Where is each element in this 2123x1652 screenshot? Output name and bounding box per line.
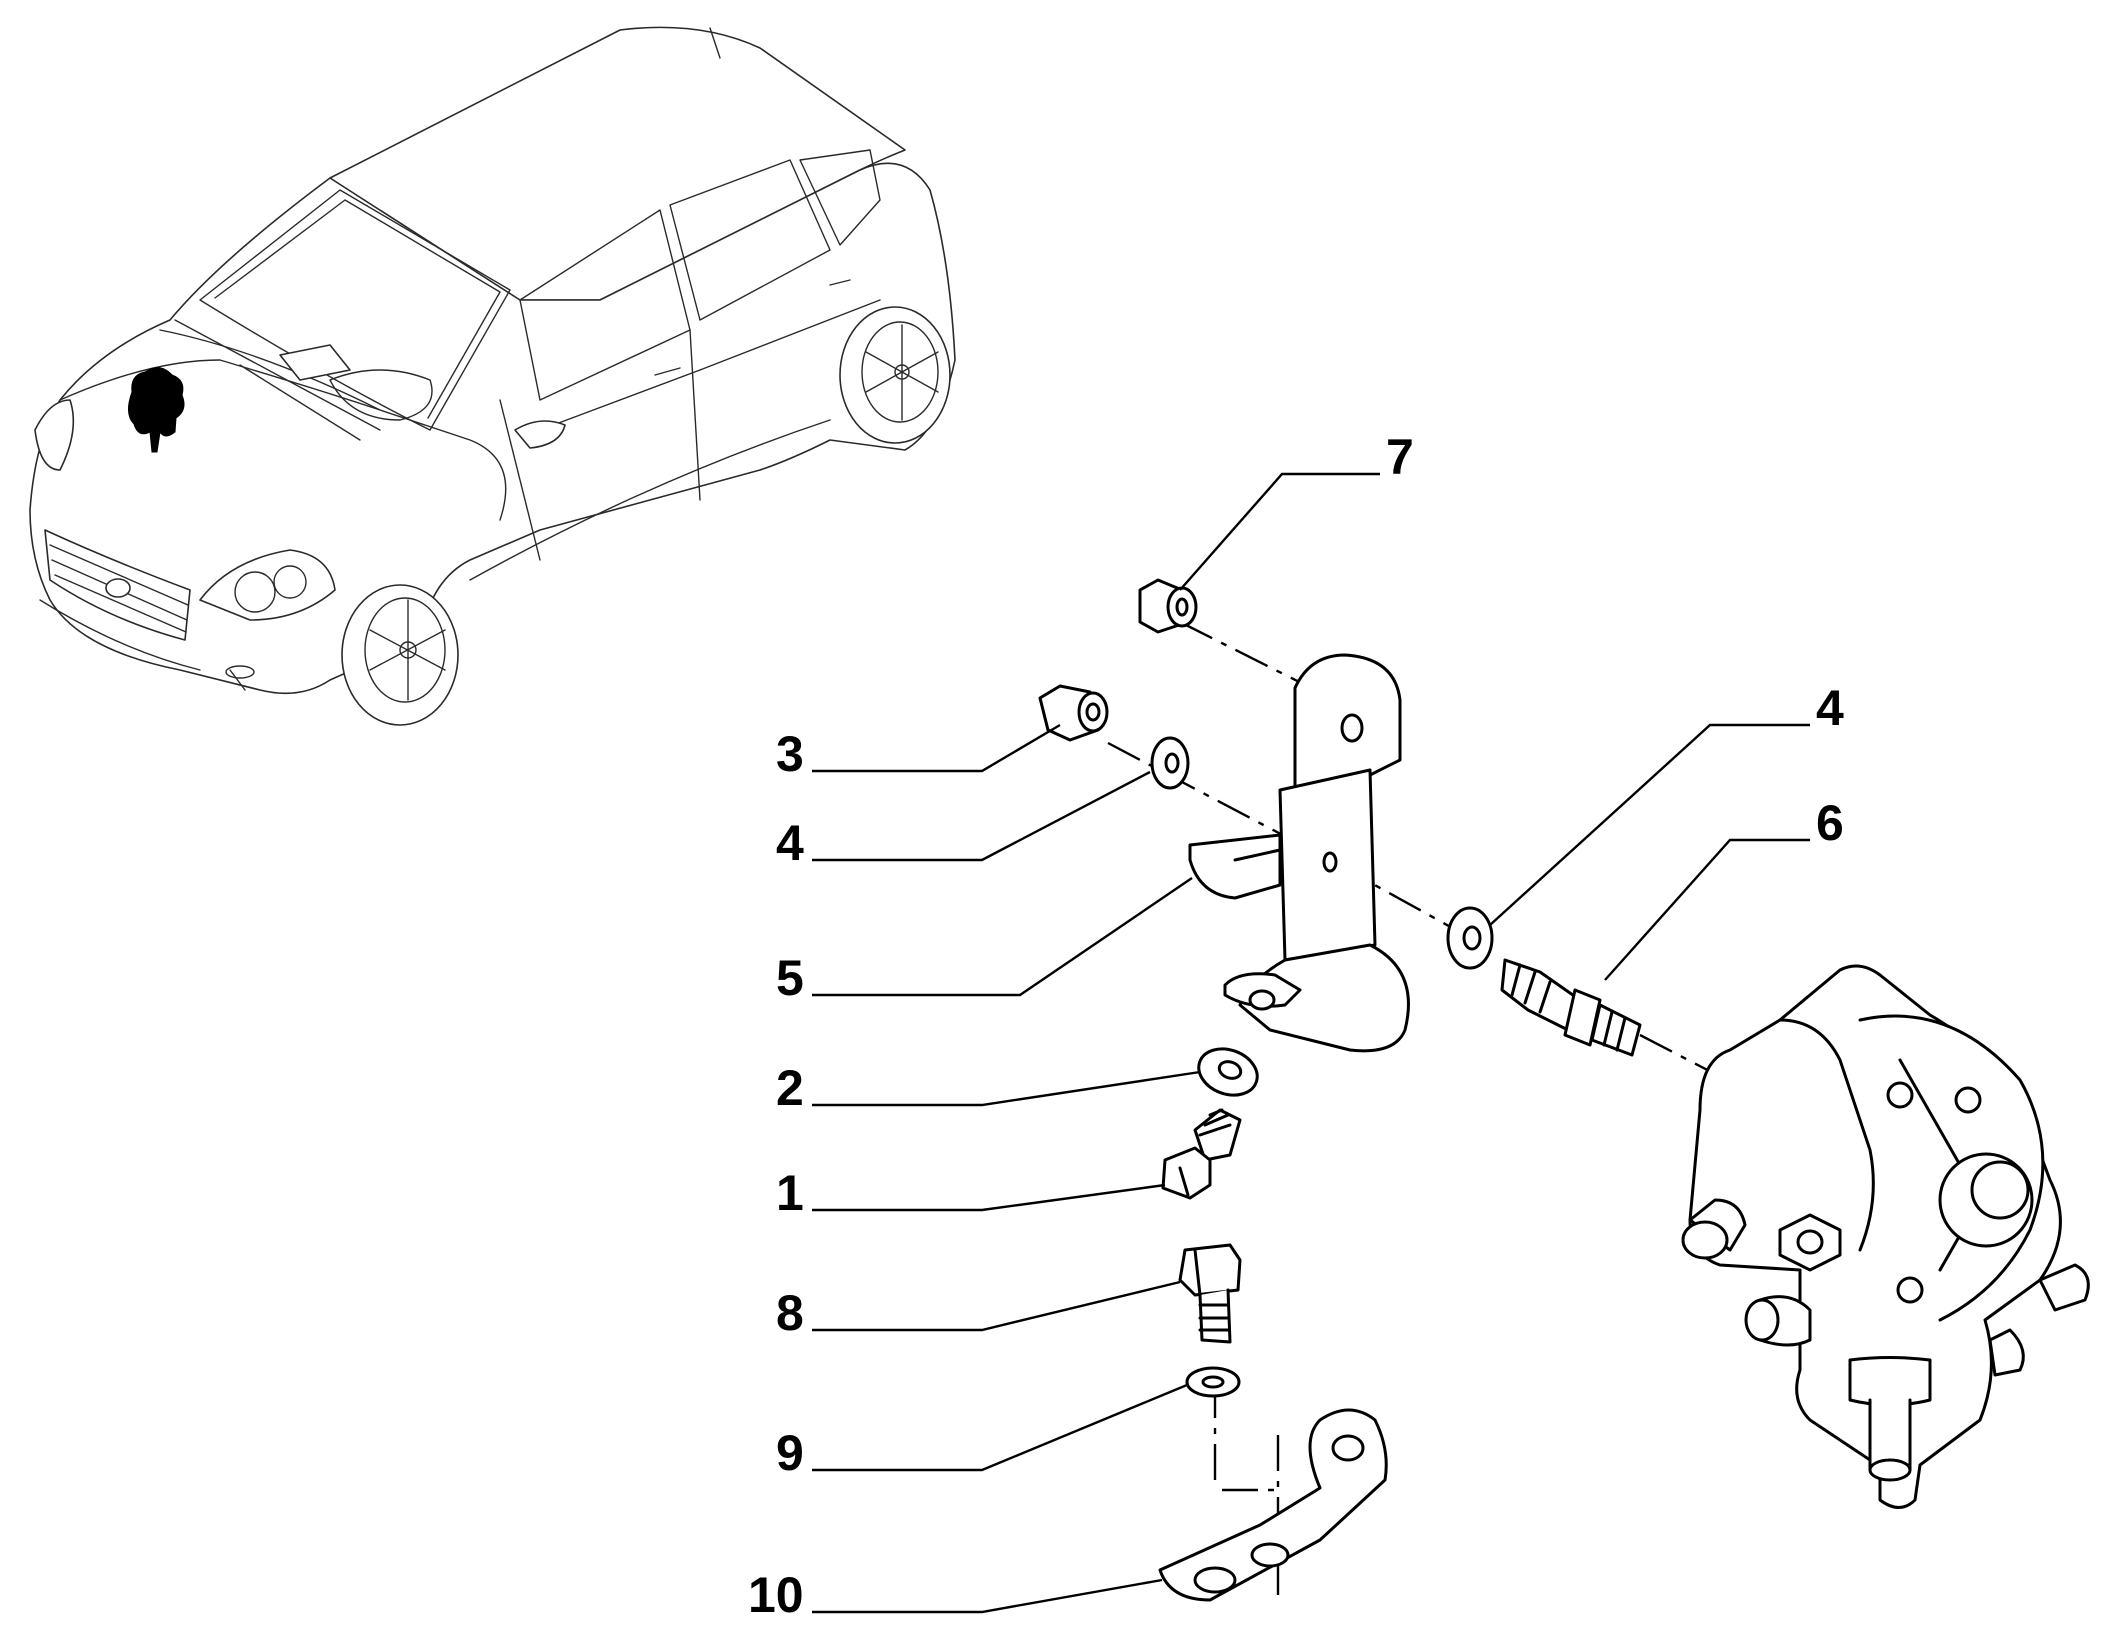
part-8-bolt bbox=[1178, 1243, 1242, 1344]
callout-2: 2 bbox=[776, 1060, 804, 1116]
part-10-plate bbox=[1158, 1408, 1388, 1602]
callout-10: 10 bbox=[748, 1567, 804, 1623]
part-5-bracket bbox=[1188, 653, 1410, 1053]
part-7-nut bbox=[1138, 578, 1198, 634]
part-1-bolt bbox=[1161, 1108, 1242, 1200]
callout-4-left: 4 bbox=[776, 815, 804, 871]
assembly-axis-lines bbox=[1107, 620, 1766, 1600]
part-4-washer-left bbox=[1150, 736, 1190, 790]
callout-8: 8 bbox=[776, 1285, 804, 1341]
part-4-washer-right bbox=[1446, 906, 1494, 970]
component-location-marker-icon bbox=[128, 367, 185, 453]
car-outline-icon bbox=[29, 26, 956, 726]
callout-1: 1 bbox=[776, 1165, 804, 1221]
part-2-washer bbox=[1197, 1047, 1259, 1097]
part-6-stud bbox=[1500, 958, 1642, 1057]
callout-5: 5 bbox=[776, 950, 804, 1006]
part-9-washer bbox=[1185, 1366, 1241, 1398]
callout-6: 6 bbox=[1816, 795, 1844, 851]
callout-4-right: 4 bbox=[1816, 680, 1844, 736]
callout-3: 3 bbox=[776, 726, 804, 782]
callout-leader-lines bbox=[812, 472, 1810, 1614]
callout-9: 9 bbox=[776, 1425, 804, 1481]
callout-labels: 7 3 4 5 2 1 8 9 10 4 6 bbox=[748, 429, 1844, 1623]
part-3-flange-nut bbox=[1038, 684, 1109, 742]
vacuum-pump-assembly bbox=[1681, 964, 2090, 1509]
callout-7: 7 bbox=[1386, 429, 1414, 485]
